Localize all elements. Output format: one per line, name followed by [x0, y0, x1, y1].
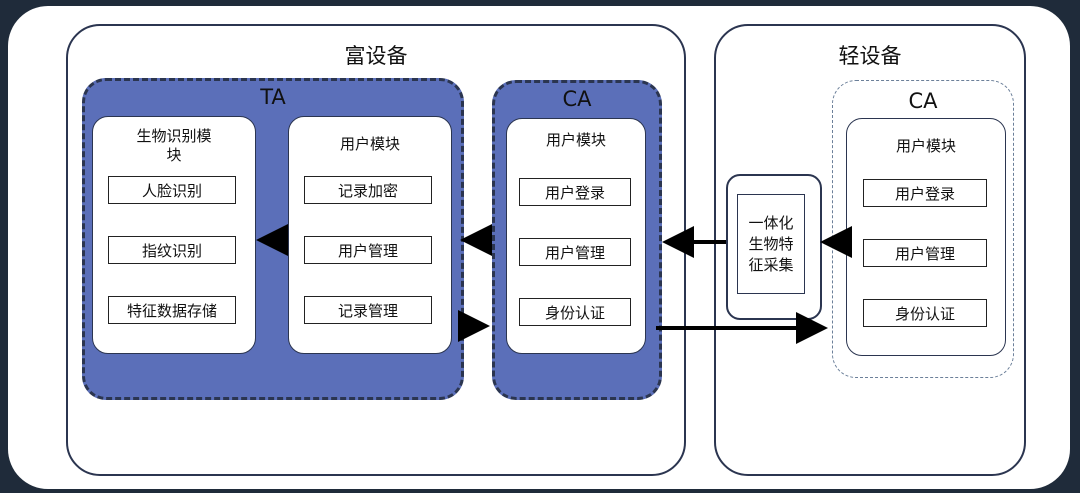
rich-device-title: 富设备	[344, 44, 408, 68]
light-device-title: 轻设备	[838, 44, 902, 68]
ta-user-management-item: 用户管理	[304, 236, 432, 264]
rich-ca-title: CA	[562, 87, 592, 111]
record-management-item: 记录管理	[304, 296, 432, 324]
fingerprint-recognition-item: 指纹识别	[108, 236, 236, 264]
face-recognition-item: 人脸识别	[108, 176, 236, 204]
light-ca-login-item: 用户登录	[863, 179, 987, 207]
light-ca-authentication-item: 身份认证	[863, 299, 987, 327]
rich-ca-login-item: 用户登录	[519, 178, 631, 206]
biometric-module-title: 生物识别模块	[136, 127, 212, 164]
ta-title: TA	[260, 85, 286, 109]
ta-user-module-title: 用户模块	[339, 135, 400, 153]
feature-storage-item: 特征数据存储	[108, 296, 236, 324]
light-ca-user-management-item: 用户管理	[863, 239, 987, 267]
record-encryption-item: 记录加密	[304, 176, 432, 204]
rich-ca-user-module-title: 用户模块	[545, 131, 606, 149]
biometric-collector-label: 一体化生物特征采集	[737, 194, 805, 294]
rich-ca-user-management-item: 用户管理	[519, 238, 631, 266]
light-ca-user-module-title: 用户模块	[895, 137, 956, 155]
light-ca-title: CA	[908, 89, 938, 113]
rich-ca-authentication-item: 身份认证	[519, 298, 631, 326]
